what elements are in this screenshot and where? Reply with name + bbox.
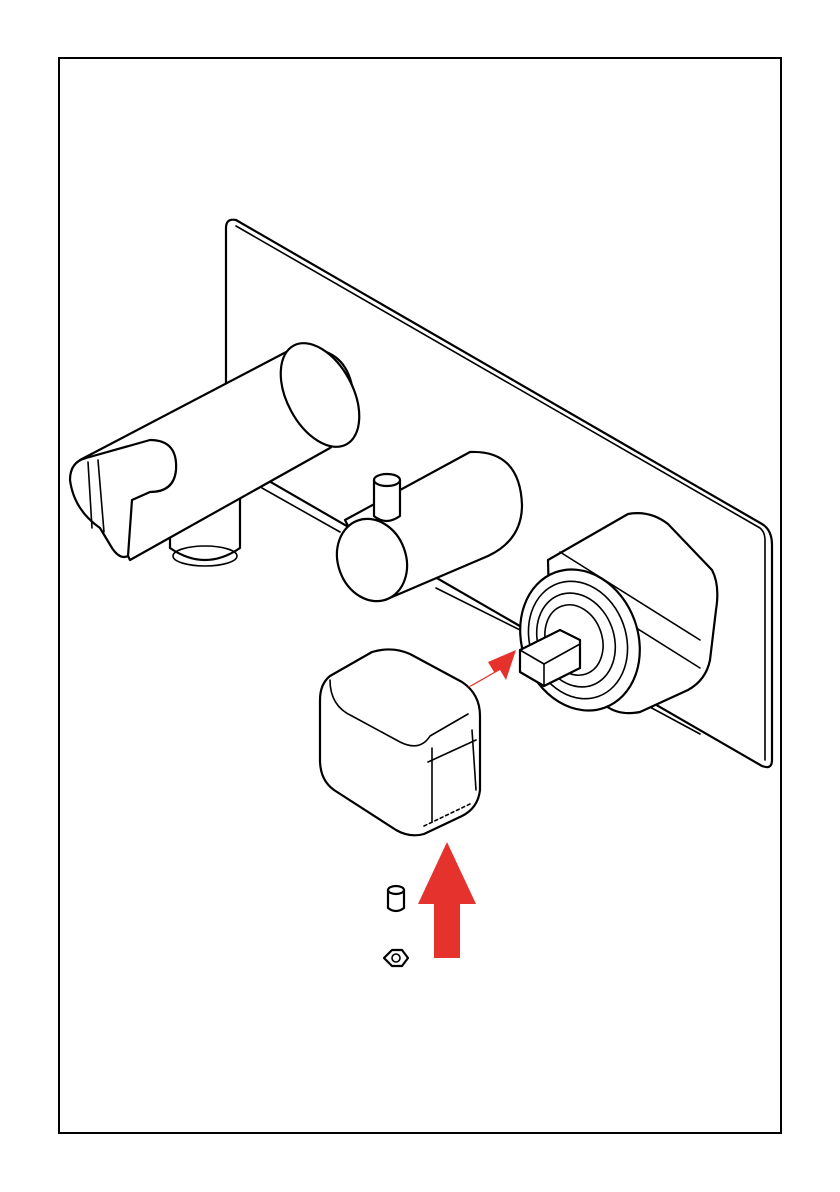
hand-shower-holder	[70, 330, 375, 566]
control-handle	[320, 649, 480, 835]
screw-cap	[384, 950, 408, 966]
handle-insert-arrow	[466, 650, 516, 688]
set-screw	[388, 886, 404, 911]
screw-insert-arrow	[418, 842, 476, 958]
